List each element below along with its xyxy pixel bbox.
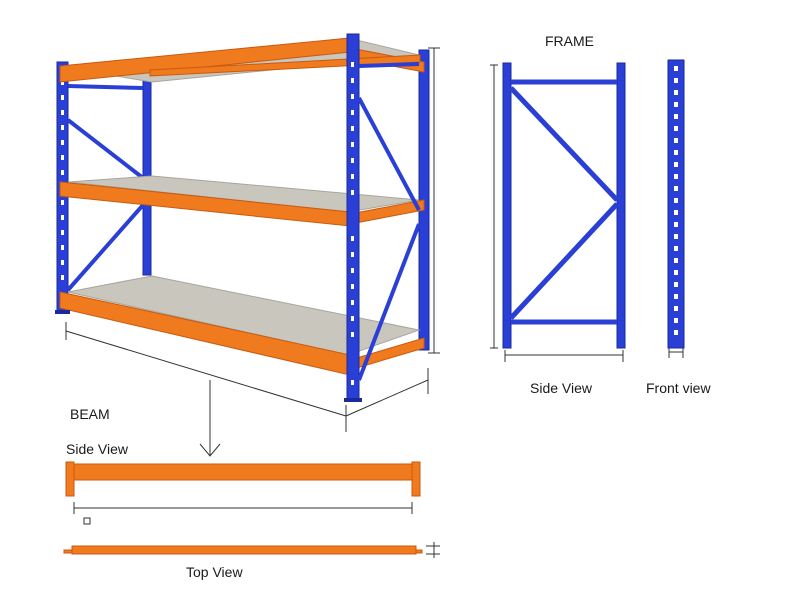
beam-side-view-drawing [65, 461, 421, 525]
front-right-footplate [344, 398, 362, 402]
frame-title: FRAME [545, 33, 594, 49]
frame-side-view-drawing [490, 62, 626, 362]
front-right-upright [346, 33, 360, 401]
beam-side-view-label: Side View [66, 441, 129, 457]
unit-dimension-lines [65, 47, 440, 432]
left-frame-bracing [66, 84, 145, 292]
frame-bracing [509, 79, 619, 325]
front-left-footplate [55, 310, 70, 314]
frame-front-view-drawing [667, 59, 685, 358]
right-frame-bracing [357, 62, 421, 381]
beam-left-connector [65, 461, 75, 497]
frame-front-view-label: Front view [646, 380, 711, 396]
back-left-upright [142, 69, 152, 276]
frame-left-post [502, 62, 512, 349]
frame-side-view-label: Side View [530, 380, 593, 396]
shelving-unit-3d [55, 33, 440, 457]
beam-top-view-label: Top View [186, 564, 243, 580]
beam-top-view-drawing [63, 542, 440, 558]
beam-length-dimension [73, 502, 413, 514]
beam-pointer-arrow [199, 380, 221, 457]
beam-body [73, 463, 413, 481]
frame-dimension-lines [490, 64, 624, 362]
beam-small-marker [83, 517, 91, 525]
beam-title: BEAM [70, 406, 110, 422]
beam-right-connector [411, 461, 421, 497]
